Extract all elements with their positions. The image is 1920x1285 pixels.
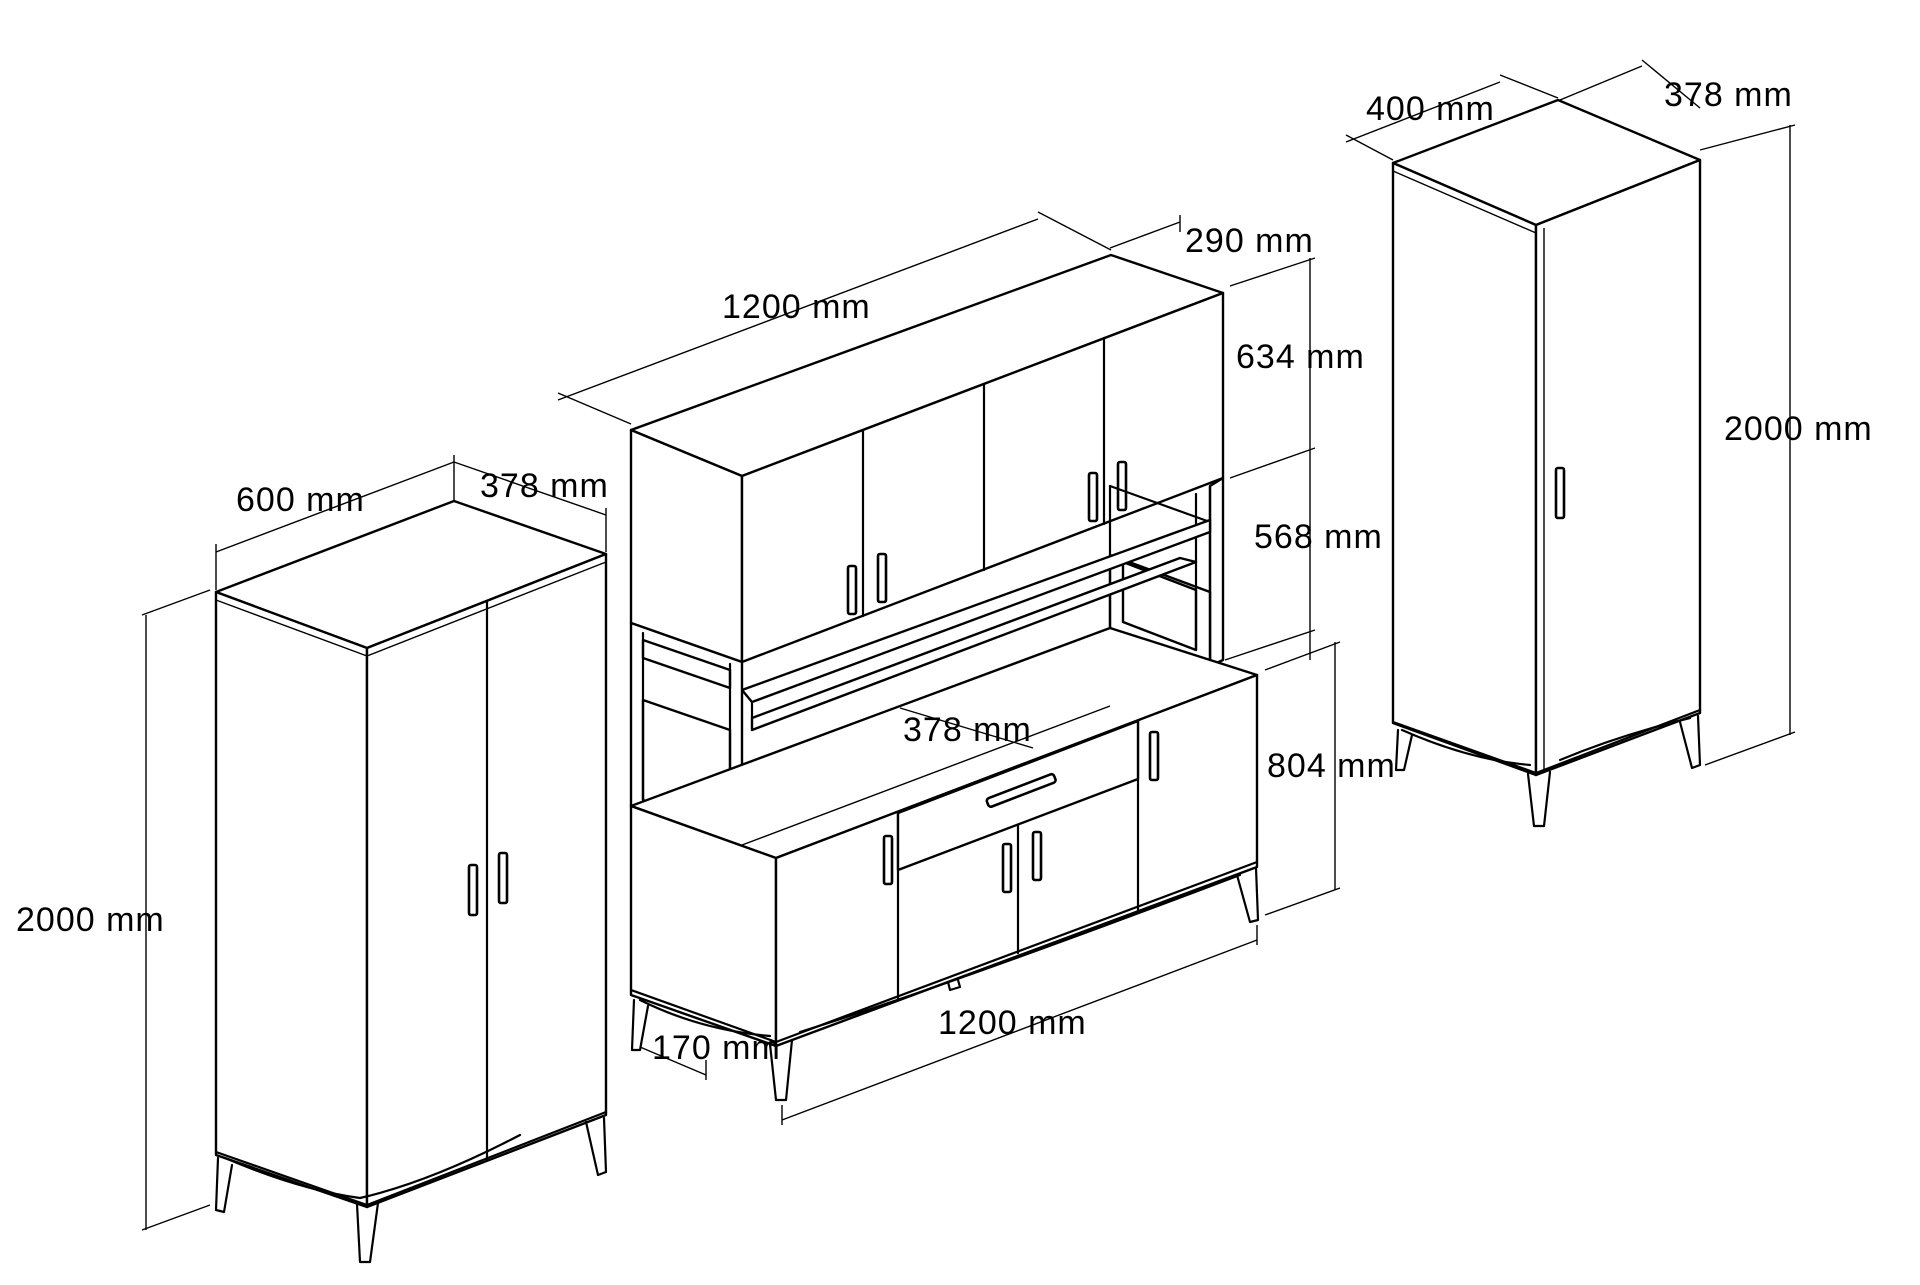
dimension-line — [453, 461, 607, 516]
left-wardrobe-width-label: 600 mm — [236, 481, 365, 519]
door-handle — [1001, 842, 1013, 894]
hutch-leg — [1235, 866, 1260, 924]
door-handle — [497, 851, 509, 905]
right-wardrobe-width-label: 400 mm — [1366, 90, 1495, 128]
hutch-shelf-depth-label: 378 mm — [903, 711, 1032, 749]
hutch-leg — [768, 1038, 794, 1102]
left-wardrobe-leg — [584, 1116, 608, 1177]
drawer-handle — [985, 772, 1057, 808]
door-handle — [1148, 730, 1160, 782]
center-hutch: 1200 mm 290 mm 634 mm 568 mm 378 mm 804 … — [557, 211, 1396, 1125]
left-wardrobe-leg — [214, 1156, 234, 1214]
hutch-leg-height-label: 170 mm — [652, 1029, 781, 1067]
door-handle — [1554, 466, 1566, 520]
right-wardrobe-side — [1391, 161, 1538, 777]
door-handle — [1116, 460, 1128, 512]
door-handle — [882, 834, 894, 886]
door-handle — [876, 552, 888, 604]
door-handle — [467, 863, 479, 917]
hutch-upper-depth-label: 290 mm — [1185, 222, 1314, 260]
dimension-line — [639, 1046, 707, 1076]
dimension-line — [781, 939, 1258, 1121]
hutch-base-height-label: 804 mm — [1267, 747, 1396, 785]
dimension-line — [1559, 65, 1643, 101]
right-wardrobe-depth-label: 378 mm — [1664, 76, 1793, 114]
hutch-leg — [630, 998, 650, 1052]
left-wardrobe-leg — [355, 1201, 380, 1264]
left-wardrobe-height-label: 2000 mm — [16, 901, 165, 939]
hutch-base-width-label: 1200 mm — [938, 1004, 1087, 1042]
hutch-upper-width-label: 1200 mm — [722, 288, 871, 326]
left-wardrobe: 600 mm 378 mm 2000 mm — [16, 455, 609, 1264]
dimension-line — [557, 218, 1039, 401]
door-handle — [846, 564, 858, 616]
left-wardrobe-depth-label: 378 mm — [480, 467, 609, 505]
right-wardrobe: 400 mm 378 mm 2000 mm — [1345, 59, 1873, 828]
left-wardrobe-side — [214, 590, 369, 1209]
hutch-open-height-label: 568 mm — [1254, 518, 1383, 556]
dimension-line — [1109, 221, 1181, 249]
door-handle — [1087, 471, 1099, 523]
door-handle — [1031, 830, 1043, 882]
right-wardrobe-leg — [1394, 728, 1414, 772]
dimension-line — [215, 461, 455, 553]
dimension-line — [1345, 81, 1501, 143]
right-wardrobe-front — [1534, 158, 1702, 777]
right-wardrobe-leg — [1526, 770, 1552, 828]
right-wardrobe-height-label: 2000 mm — [1724, 410, 1873, 448]
right-wardrobe-leg — [1678, 714, 1702, 770]
hutch-upper-height-label: 634 mm — [1236, 338, 1365, 376]
